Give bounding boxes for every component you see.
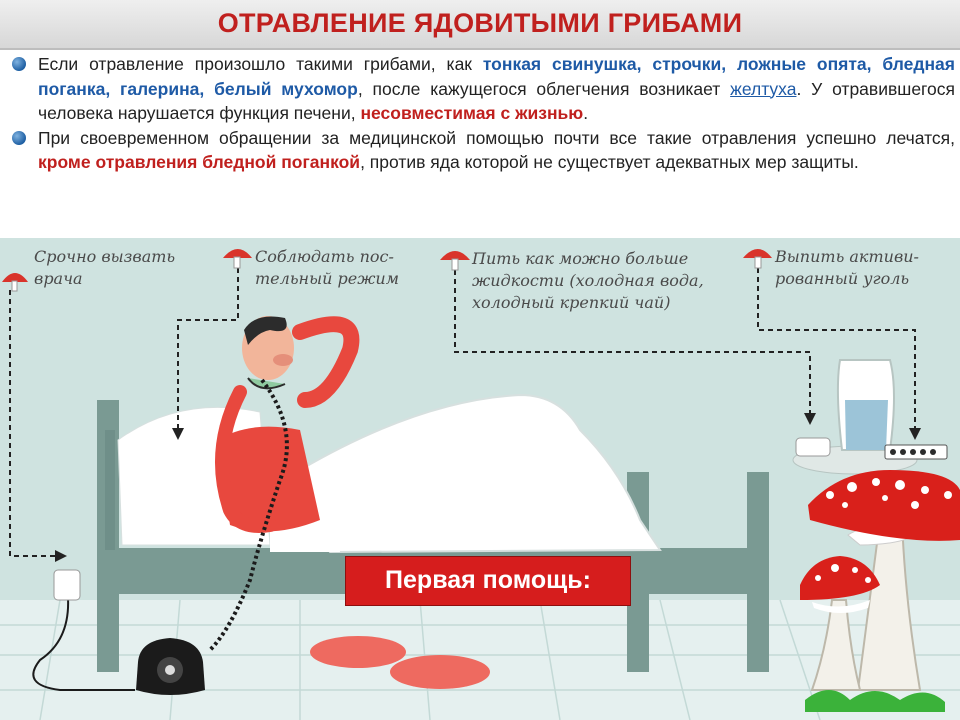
p2-text-c: , против яда которой не существует адекв… [360, 152, 859, 172]
sick-person [215, 316, 360, 533]
wall-cord [32, 597, 135, 691]
title-bar: ОТРАВЛЕНИЕ ЯДОВИТЫМИ ГРИБАМИ [0, 0, 960, 50]
slipper-left [310, 636, 406, 668]
bullet-icon [12, 130, 26, 145]
fly-agaric-mushrooms [800, 470, 960, 712]
arrowheads [55, 413, 921, 562]
p2-text-a: При своевременном обращении за медицинск… [38, 127, 955, 148]
p1-text-e: . У отравившегося человека нарушается фу… [38, 78, 956, 124]
mushroom-tip-icon [440, 251, 470, 271]
first-aid-label: Первая помощь: [345, 556, 631, 606]
tip-activated-charcoal: Выпить активи- рованный уголь [774, 247, 924, 288]
mushroom-tip-icon [2, 273, 28, 292]
tip-drink-fluids: Пить как можно больше жидкости (холодная… [471, 249, 709, 312]
tea-cup-icon [795, 437, 831, 457]
mushroom-tip-icon [223, 249, 252, 269]
side-table [792, 359, 948, 475]
bullet-paragraph-1: Если отравление произошло такими грибами… [10, 52, 955, 126]
first-aid-text: Первая помощь: [385, 566, 591, 594]
text-block: Если отравление произошло такими грибами… [10, 52, 955, 175]
bullet-paragraph-2: При своевременном обращении за медицинск… [10, 126, 955, 175]
rotary-phone-icon [136, 638, 205, 695]
slipper-right [390, 655, 490, 689]
p1-text-c: , после кажущегося облегчения возникает [357, 78, 731, 99]
jaundice-link[interactable]: желтуха [730, 78, 797, 99]
page-title: ОТРАВЛЕНИЕ ЯДОВИТЫМИ ГРИБАМИ [217, 8, 743, 38]
fatal-warning: несовместимая с жизнью [360, 103, 584, 123]
tip-bed-rest: Соблюдать пос- тельный режим [255, 247, 399, 288]
wall-socket-icon [53, 569, 81, 601]
death-cap-exception: кроме отравления бледной поганкой [38, 152, 361, 172]
mushroom-list: тонкая свинушка, строчки, ложные опята, … [38, 54, 955, 99]
phone-cord [208, 378, 289, 652]
p1-text-g: . [583, 103, 589, 123]
bullet-icon [12, 57, 26, 71]
water [845, 400, 888, 450]
mushroom-tip-icon [743, 249, 772, 269]
p1-text-a: Если отравление произошло такими грибами… [38, 54, 483, 74]
pointer-lines [9, 268, 916, 557]
first-aid-illustration: Срочно вызвать врача Соблюдать пос- тель… [0, 238, 960, 720]
tip-call-doctor: Срочно вызвать врача [34, 247, 180, 288]
